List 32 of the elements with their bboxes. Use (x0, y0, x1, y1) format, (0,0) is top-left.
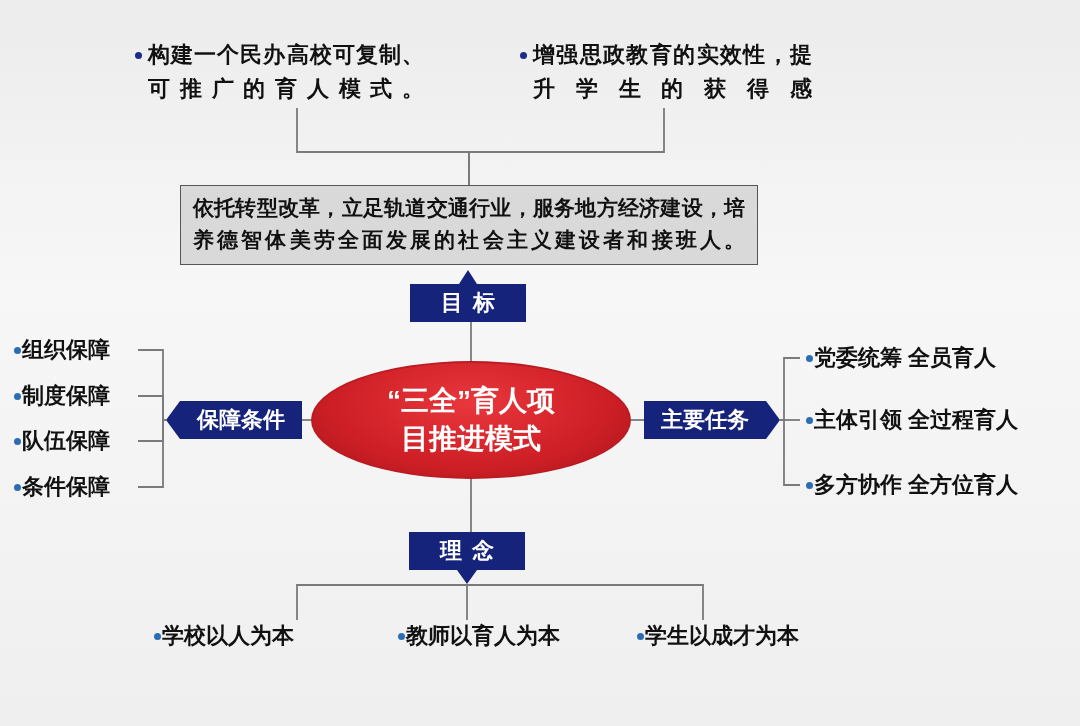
list-item: 条件保障 (8, 471, 138, 503)
goal-text: 增强思政教育的实效性，提升学生的获得感 (517, 38, 812, 108)
label-tag (644, 401, 780, 439)
tag-label: 目标 (441, 289, 505, 317)
connector-line (468, 107, 665, 186)
connector-line (470, 478, 472, 533)
list-item: 学生以成才为本 (631, 620, 846, 652)
connector-line (137, 395, 167, 421)
list-item: 组织保障 (8, 334, 138, 366)
list-item: 教师以育人为本 (392, 620, 607, 652)
goal-text: 构建一个民办高校可复制、可推广的育人模式。 (132, 38, 424, 108)
connector-line (301, 419, 312, 421)
connector-line (630, 419, 645, 421)
label-tag (410, 270, 526, 322)
tag-label: 保障条件 (197, 406, 285, 434)
label-tag (409, 532, 525, 584)
list-item: 党委统筹 全员育人 (800, 342, 1070, 374)
tag-label: 理念 (440, 537, 504, 565)
center-title: “三全”育人项目推进模式 (386, 384, 556, 456)
goal-box: 依托转型改革，立足轨道交通行业，服务地方经济建设，培养德智体美劳全面发展的社会主义建设者和接班人。 (180, 185, 758, 265)
connector-line (470, 321, 472, 362)
connector-line (137, 419, 167, 488)
label-tag (166, 401, 302, 439)
list-item: 主体引领 全过程育人 (800, 404, 1075, 436)
list-item: 队伍保障 (8, 425, 138, 457)
connector-line (466, 583, 704, 621)
connector-line (466, 583, 468, 621)
tag-label: 主要任务 (661, 406, 749, 434)
list-item: 制度保障 (8, 380, 138, 412)
connector-line (296, 583, 468, 621)
list-item: 学校以人为本 (148, 620, 338, 652)
list-item: 多方协作 全方位育人 (800, 469, 1075, 501)
